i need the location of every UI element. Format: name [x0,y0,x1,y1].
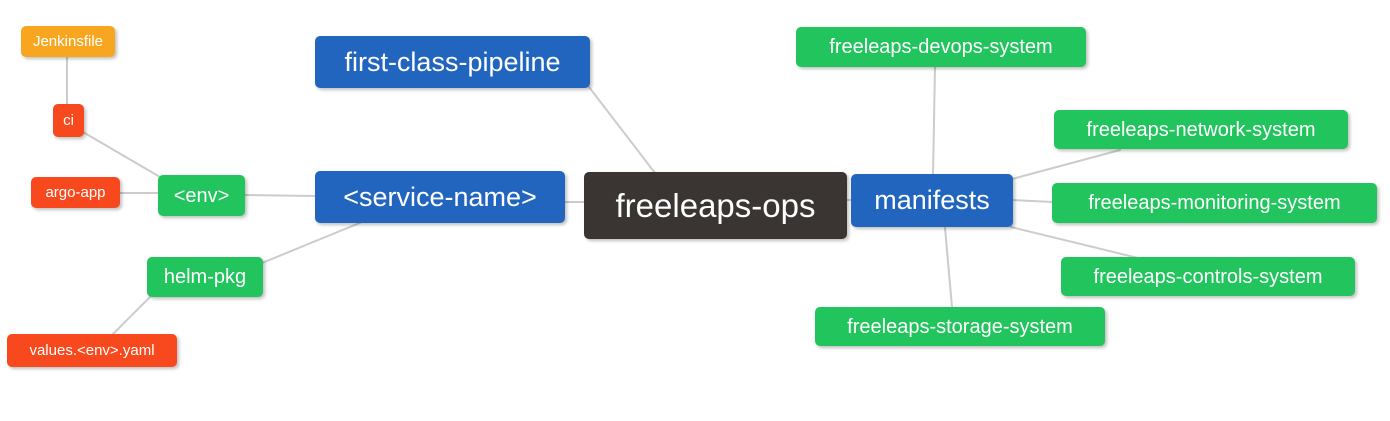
edge-ci-env [82,131,161,178]
edge-manifests-network-system [1011,149,1121,180]
node-argo-app[interactable]: argo-app [31,177,120,208]
node-first-class-pipeline[interactable]: first-class-pipeline [315,36,590,88]
node-values-env-yaml[interactable]: values.<env>.yaml [7,334,177,367]
edge-manifests-monitoring-system [1011,199,1054,203]
node-freeleaps-network-system[interactable]: freeleaps-network-system [1054,110,1348,149]
node-env[interactable]: <env> [158,175,245,216]
node-freeleaps-ops[interactable]: freeleaps-ops [584,172,847,239]
node-helm-pkg[interactable]: helm-pkg [147,257,263,297]
edge-service-name-helm-pkg [261,221,363,264]
edge-env-service-name [244,194,316,197]
node-manifests[interactable]: manifests [851,174,1013,227]
edge-first-class-pipeline-ops [588,86,656,174]
node-freeleaps-controls-system[interactable]: freeleaps-controls-system [1061,257,1355,296]
edge-manifests-devops-system [932,66,936,176]
edge-manifests-storage-system [944,227,953,308]
edge-manifests-controls-system [1010,226,1139,259]
node-freeleaps-storage-system[interactable]: freeleaps-storage-system [815,307,1105,346]
node-ci[interactable]: ci [53,104,84,137]
node-jenkinsfile[interactable]: Jenkinsfile [21,26,115,57]
node-freeleaps-monitoring-system[interactable]: freeleaps-monitoring-system [1052,183,1377,223]
node-service-name[interactable]: <service-name> [315,171,565,223]
node-freeleaps-devops-system[interactable]: freeleaps-devops-system [796,27,1086,67]
edge-helm-pkg-values-env-yaml [111,295,152,336]
